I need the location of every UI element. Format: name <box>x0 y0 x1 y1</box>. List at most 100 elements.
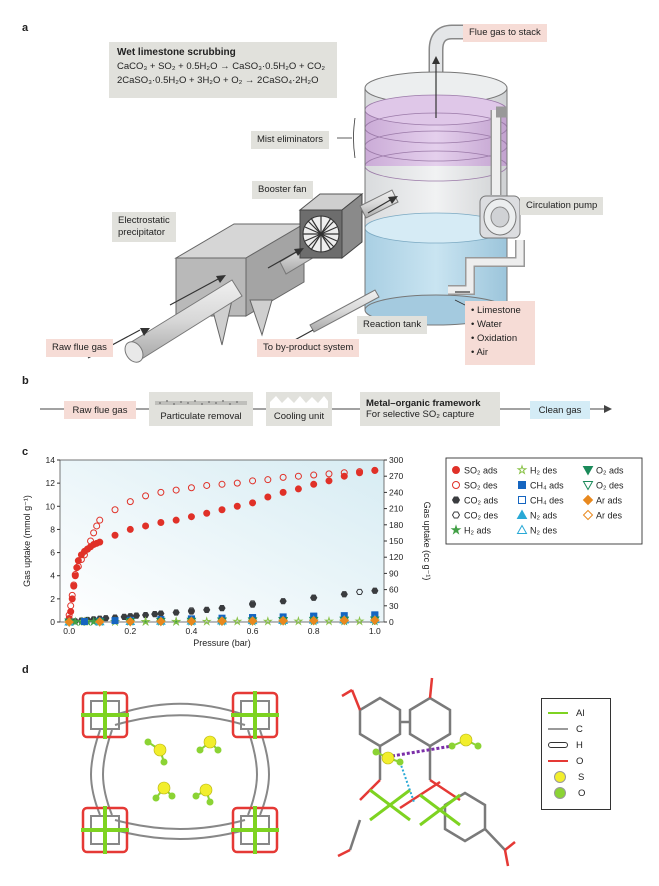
data-point <box>249 499 257 507</box>
data-point <box>203 606 211 613</box>
data-point <box>187 513 195 521</box>
atom-legend-item: O <box>548 785 604 801</box>
atom-legend-label: S <box>578 771 585 783</box>
data-point <box>355 588 364 596</box>
data-point <box>172 516 180 524</box>
data-point <box>325 477 333 485</box>
y-tick-label-left: 0 <box>50 617 55 627</box>
data-point <box>339 615 349 626</box>
data-point <box>354 615 365 626</box>
y-tick-label-left: 4 <box>50 571 55 581</box>
data-point <box>308 615 319 626</box>
y-tick-label-right: 210 <box>389 504 403 514</box>
legend-label: CH₄ ads <box>530 481 564 491</box>
legend-marker <box>582 481 594 491</box>
y-tick-label-left: 6 <box>50 548 55 558</box>
y-tick-label-right: 0 <box>389 617 394 627</box>
data-point <box>95 617 105 627</box>
data-point <box>64 617 74 627</box>
chart-legend <box>445 457 643 545</box>
label-flue-gas-to-stack: Flue gas to stack <box>463 24 547 42</box>
data-point <box>186 616 197 627</box>
data-point <box>111 617 119 625</box>
legend-label: O₂ ads <box>596 466 624 476</box>
data-point <box>262 616 273 626</box>
legend-label: O₂ des <box>596 481 624 491</box>
electrostatic-precipitator <box>174 223 306 346</box>
data-point <box>142 492 150 500</box>
metal-node-cluster <box>81 691 279 854</box>
atom-legend-label: H <box>576 739 583 751</box>
atom-legend-item: Al <box>548 705 604 721</box>
flow-mof: Metal–organic framework For selective SO… <box>360 392 500 426</box>
data-point <box>370 615 380 625</box>
reagent-item: • Water <box>471 319 502 330</box>
legend-label: CO₂ ads <box>464 496 499 506</box>
data-point <box>74 562 82 570</box>
data-point <box>340 469 348 477</box>
data-point <box>325 470 333 478</box>
y-tick-label-right: 120 <box>389 552 403 562</box>
legend-label: CO₂ des <box>464 511 499 521</box>
data-point <box>151 611 159 618</box>
legend-label: Ar des <box>596 511 623 521</box>
panel-label-c: c <box>22 446 29 458</box>
data-point <box>249 477 257 485</box>
y-tick-label-left: 2 <box>50 594 55 604</box>
data-point <box>142 522 150 530</box>
data-point <box>67 602 75 610</box>
y-tick-label-right: 90 <box>389 568 399 578</box>
booster-fan <box>298 192 364 260</box>
x-axis-label: Pressure (bar) <box>193 638 251 648</box>
atom-legend-item: O <box>548 753 604 769</box>
data-point <box>111 506 119 514</box>
atom-legend-swatch <box>554 771 566 783</box>
data-point <box>233 479 241 487</box>
data-point <box>356 468 364 476</box>
y-tick-label-left: 10 <box>46 501 56 511</box>
legend-marker <box>452 466 460 474</box>
circulation-pump <box>479 195 521 239</box>
flow-raw-flue-gas: Raw flue gas <box>64 401 136 419</box>
data-point <box>279 598 287 605</box>
flow-cooling-unit: Cooling unit <box>266 392 332 426</box>
data-point <box>87 537 95 545</box>
panel-label-a: a <box>22 22 29 34</box>
legend-marker <box>450 524 462 535</box>
legend-marker <box>516 509 528 519</box>
data-point <box>247 616 258 626</box>
data-point <box>203 481 211 489</box>
legend-label: Ar ads <box>596 496 623 506</box>
data-point <box>157 488 165 496</box>
data-point <box>218 506 226 514</box>
equation-1: CaCO₃ + SO₂ + 0.5H₂O → CaSO₃·0.5H₂O + CO… <box>117 61 326 72</box>
data-point <box>310 594 318 601</box>
reagent-item: • Air <box>471 347 489 358</box>
data-point <box>96 538 104 546</box>
legend-label: CH₄ des <box>530 496 564 506</box>
data-point <box>278 616 288 626</box>
legend-marker <box>451 511 461 519</box>
atom-legend-item: C <box>548 721 604 737</box>
data-point <box>218 480 226 488</box>
panel-label-d: d <box>22 664 29 676</box>
data-point <box>218 605 226 612</box>
atom-legend-swatch <box>548 728 568 730</box>
data-point <box>80 618 88 626</box>
mof-framework-structure <box>81 691 279 854</box>
y-tick-label-right: 60 <box>389 585 399 595</box>
legend-marker <box>518 496 526 504</box>
atom-legend-item: H <box>548 737 604 753</box>
panel-label-b: b <box>22 375 29 387</box>
data-point <box>279 473 287 481</box>
data-point <box>294 485 302 493</box>
y-tick-label-right: 150 <box>389 536 403 546</box>
atom-legend-label: O <box>578 787 586 799</box>
reagent-item: • Oxidation <box>471 333 518 344</box>
legend-marker <box>451 496 461 504</box>
legend-label: SO₂ ads <box>464 466 498 476</box>
data-point <box>340 591 348 598</box>
label-booster-fan: Booster fan <box>252 181 313 199</box>
y-tick-label-right: 270 <box>389 471 403 481</box>
atom-legend-swatch <box>548 760 568 762</box>
